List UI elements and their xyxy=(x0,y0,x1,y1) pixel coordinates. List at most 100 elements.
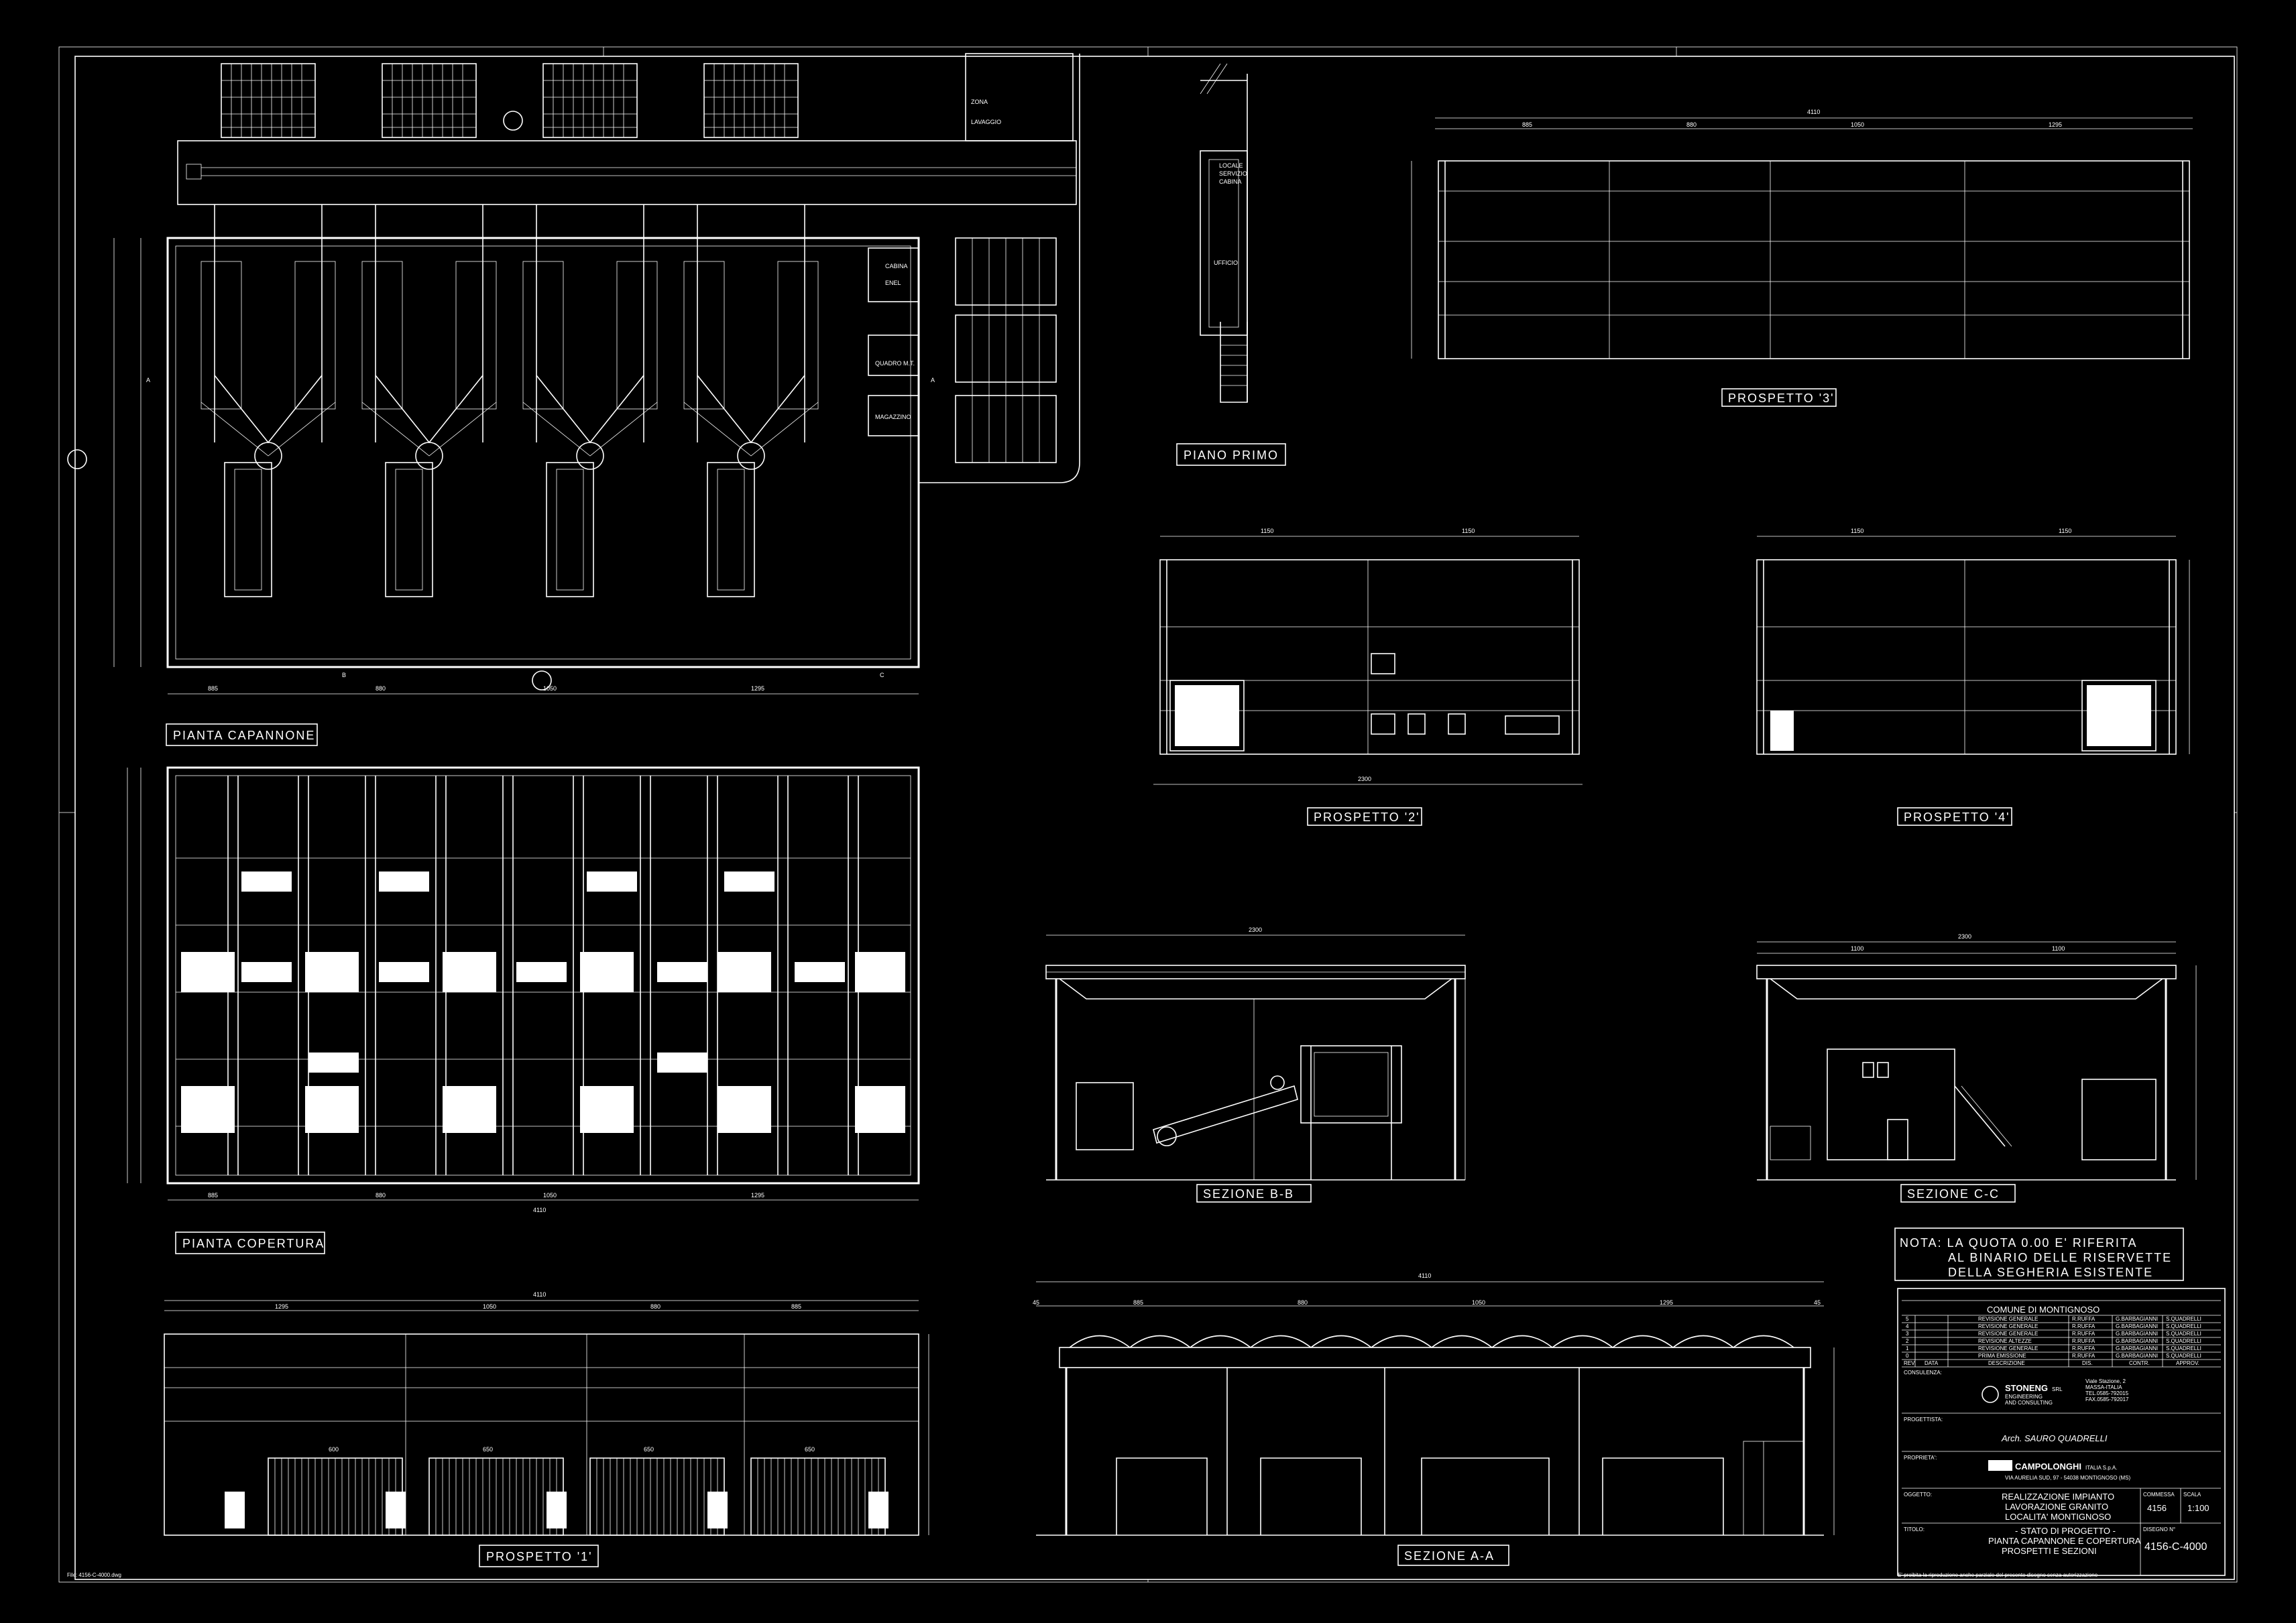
sezione-bb-section: 2300 SEZIONE B-B xyxy=(1045,926,1466,1203)
svg-text:G.BARBAGIANNI: G.BARBAGIANNI xyxy=(2116,1353,2158,1359)
svg-text:45: 45 xyxy=(1033,1299,1039,1306)
svg-text:AND CONSULTING: AND CONSULTING xyxy=(2005,1400,2053,1406)
lavaggio-label: LAVAGGIO xyxy=(971,119,1001,125)
svg-text:PROSPETTI E SEZIONI: PROSPETTI E SEZIONI xyxy=(2002,1546,2097,1556)
svg-text:600: 600 xyxy=(329,1446,339,1453)
svg-text:CONTR.: CONTR. xyxy=(2129,1360,2150,1366)
svg-text:885: 885 xyxy=(208,1192,218,1199)
label-prospetto-4: PROSPETTO '4' xyxy=(1904,810,2010,824)
svg-text:DIS.: DIS. xyxy=(2082,1360,2093,1366)
svg-text:1295: 1295 xyxy=(751,1192,764,1199)
enel-label: ENEL xyxy=(885,280,901,286)
label-prospetto-2: PROSPETTO '2' xyxy=(1314,810,1420,824)
label-sezione-cc: SEZIONE C-C xyxy=(1907,1187,2000,1201)
file-note: File: 4156-C-4000.dwg xyxy=(67,1572,121,1578)
svg-text:TITOLO:: TITOLO: xyxy=(1904,1526,1925,1532)
plan-right-machines xyxy=(919,54,1080,483)
svg-text:885: 885 xyxy=(1133,1299,1143,1306)
svg-text:1150: 1150 xyxy=(1261,528,1273,534)
svg-text:1150: 1150 xyxy=(1851,528,1863,534)
plan-bays xyxy=(200,204,819,597)
servizio-label: SERVIZIO xyxy=(1219,170,1247,177)
svg-text:LOCALITA' MONTIGNOSO: LOCALITA' MONTIGNOSO xyxy=(2005,1512,2111,1522)
svg-text:LAVORAZIONE GRANITO: LAVORAZIONE GRANITO xyxy=(2005,1502,2108,1512)
sheet-border xyxy=(58,46,2238,1583)
svg-text:PROPRIETA':: PROPRIETA': xyxy=(1904,1455,1937,1461)
svg-text:G.BARBAGIANNI: G.BARBAGIANNI xyxy=(2116,1338,2158,1344)
svg-text:PROGETTISTA:: PROGETTISTA: xyxy=(1904,1417,1943,1423)
label-pianta-copertura: PIANTA COPERTURA xyxy=(182,1237,325,1250)
svg-text:APPROV.: APPROV. xyxy=(2176,1360,2199,1366)
prospetto-2-elevation: 1150 1150 2300 PROSPETTO '2' xyxy=(1153,528,1583,826)
svg-text:4110: 4110 xyxy=(533,1207,546,1213)
svg-text:880: 880 xyxy=(1686,121,1697,128)
svg-text:R.RUFFA: R.RUFFA xyxy=(2072,1345,2096,1351)
svg-text:REALIZZAZIONE IMPIANTO: REALIZZAZIONE IMPIANTO xyxy=(2002,1492,2114,1502)
prospetto-3-elevation: 4110 885 880 1050 1295 PROSPETTO '3' xyxy=(1411,109,2193,407)
owner-name: CAMPOLONGHI xyxy=(2015,1461,2081,1471)
svg-text:SRL: SRL xyxy=(2052,1386,2063,1392)
consultant-name: STONENG xyxy=(2005,1383,2048,1393)
locale-label: LOCALE xyxy=(1219,162,1243,169)
svg-text:2300: 2300 xyxy=(1249,926,1262,933)
quota-note: NOTA: LA QUOTA 0.00 E' RIFERITA AL BINAR… xyxy=(1894,1227,2184,1281)
svg-text:G.BARBAGIANNI: G.BARBAGIANNI xyxy=(2116,1331,2158,1337)
label-sezione-aa: SEZIONE A-A xyxy=(1404,1549,1495,1563)
stoneng-logo-icon xyxy=(1982,1386,1999,1403)
svg-text:REVISIONE GENERALE: REVISIONE GENERALE xyxy=(1978,1316,2038,1322)
zona-label: ZONA xyxy=(971,99,988,105)
svg-text:1050: 1050 xyxy=(1851,121,1864,128)
svg-text:1295: 1295 xyxy=(1660,1299,1673,1306)
svg-text:ENGINEERING: ENGINEERING xyxy=(2005,1394,2043,1400)
svg-text:DESCRIZIONE: DESCRIZIONE xyxy=(1988,1360,2025,1366)
svg-text:S.QUADRELLI: S.QUADRELLI xyxy=(2166,1345,2201,1351)
svg-text:REVISIONE GENERALE: REVISIONE GENERALE xyxy=(1978,1345,2038,1351)
svg-text:R.RUFFA: R.RUFFA xyxy=(2072,1331,2096,1337)
svg-text:880: 880 xyxy=(650,1303,661,1310)
svg-text:1: 1 xyxy=(1906,1345,1909,1351)
machine-block xyxy=(221,63,316,138)
drawing-number: 4156-C-4000 xyxy=(2144,1541,2207,1553)
svg-text:4110: 4110 xyxy=(1807,109,1820,115)
svg-text:S.QUADRELLI: S.QUADRELLI xyxy=(2166,1323,2201,1329)
svg-text:DATA: DATA xyxy=(1925,1360,1939,1366)
svg-text:1050: 1050 xyxy=(483,1303,496,1310)
note-line-3: DELLA SEGHERIA ESISTENTE xyxy=(1948,1266,2153,1279)
svg-text:5: 5 xyxy=(1906,1316,1909,1322)
svg-text:TEL.0585-792015: TEL.0585-792015 xyxy=(2085,1390,2129,1396)
svg-text:885: 885 xyxy=(208,685,218,692)
svg-text:R.RUFFA: R.RUFFA xyxy=(2072,1316,2096,1322)
svg-text:880: 880 xyxy=(376,685,386,692)
label-pianta-capannone: PIANTA CAPANNONE xyxy=(173,729,315,742)
progettista-name: Arch. SAURO QUADRELLI xyxy=(2001,1433,2108,1443)
note-line-2: AL BINARIO DELLE RISERVETTE xyxy=(1948,1251,2172,1264)
sezione-cc-section: 2300 1100 1100 SEZIONE C-C xyxy=(1756,933,2197,1203)
svg-text:885: 885 xyxy=(1522,121,1532,128)
svg-text:1100: 1100 xyxy=(1851,945,1863,952)
label-sezione-bb: SEZIONE B-B xyxy=(1203,1187,1294,1201)
plan-top-machines xyxy=(221,63,799,138)
svg-text:DISEGNO N°: DISEGNO N° xyxy=(2143,1526,2175,1532)
svg-text:OGGETTO:: OGGETTO: xyxy=(1904,1492,1932,1498)
svg-text:S.QUADRELLI: S.QUADRELLI xyxy=(2166,1338,2201,1344)
svg-text:885: 885 xyxy=(791,1303,801,1310)
section-mark-a-right: A xyxy=(931,377,935,383)
magazzino-label: MAGAZZINO xyxy=(875,414,911,420)
svg-text:REVISIONE GENERALE: REVISIONE GENERALE xyxy=(1978,1331,2038,1337)
svg-text:2300: 2300 xyxy=(1958,933,1971,940)
section-mark-a-left: A xyxy=(146,377,150,383)
svg-text:650: 650 xyxy=(483,1446,493,1453)
svg-text:4110: 4110 xyxy=(533,1291,546,1298)
svg-text:G.BARBAGIANNI: G.BARBAGIANNI xyxy=(2116,1345,2158,1351)
svg-text:1150: 1150 xyxy=(1462,528,1475,534)
svg-text:S.QUADRELLI: S.QUADRELLI xyxy=(2166,1353,2201,1359)
svg-text:G.BARBAGIANNI: G.BARBAGIANNI xyxy=(2116,1316,2158,1322)
sezione-aa-section: 4110 45 885 880 1050 1295 45 SEZIONE A-A xyxy=(1033,1272,1835,1566)
svg-text:PRIMA EMISSIONE: PRIMA EMISSIONE xyxy=(1978,1353,2026,1359)
svg-text:COMMESSA: COMMESSA xyxy=(2143,1492,2175,1498)
svg-text:4156: 4156 xyxy=(2147,1503,2167,1513)
svg-text:REVISIONE ALTEZZE: REVISIONE ALTEZZE xyxy=(1978,1338,2032,1344)
campolonghi-logo-icon xyxy=(1988,1460,2012,1471)
svg-text:1150: 1150 xyxy=(2059,528,2071,534)
